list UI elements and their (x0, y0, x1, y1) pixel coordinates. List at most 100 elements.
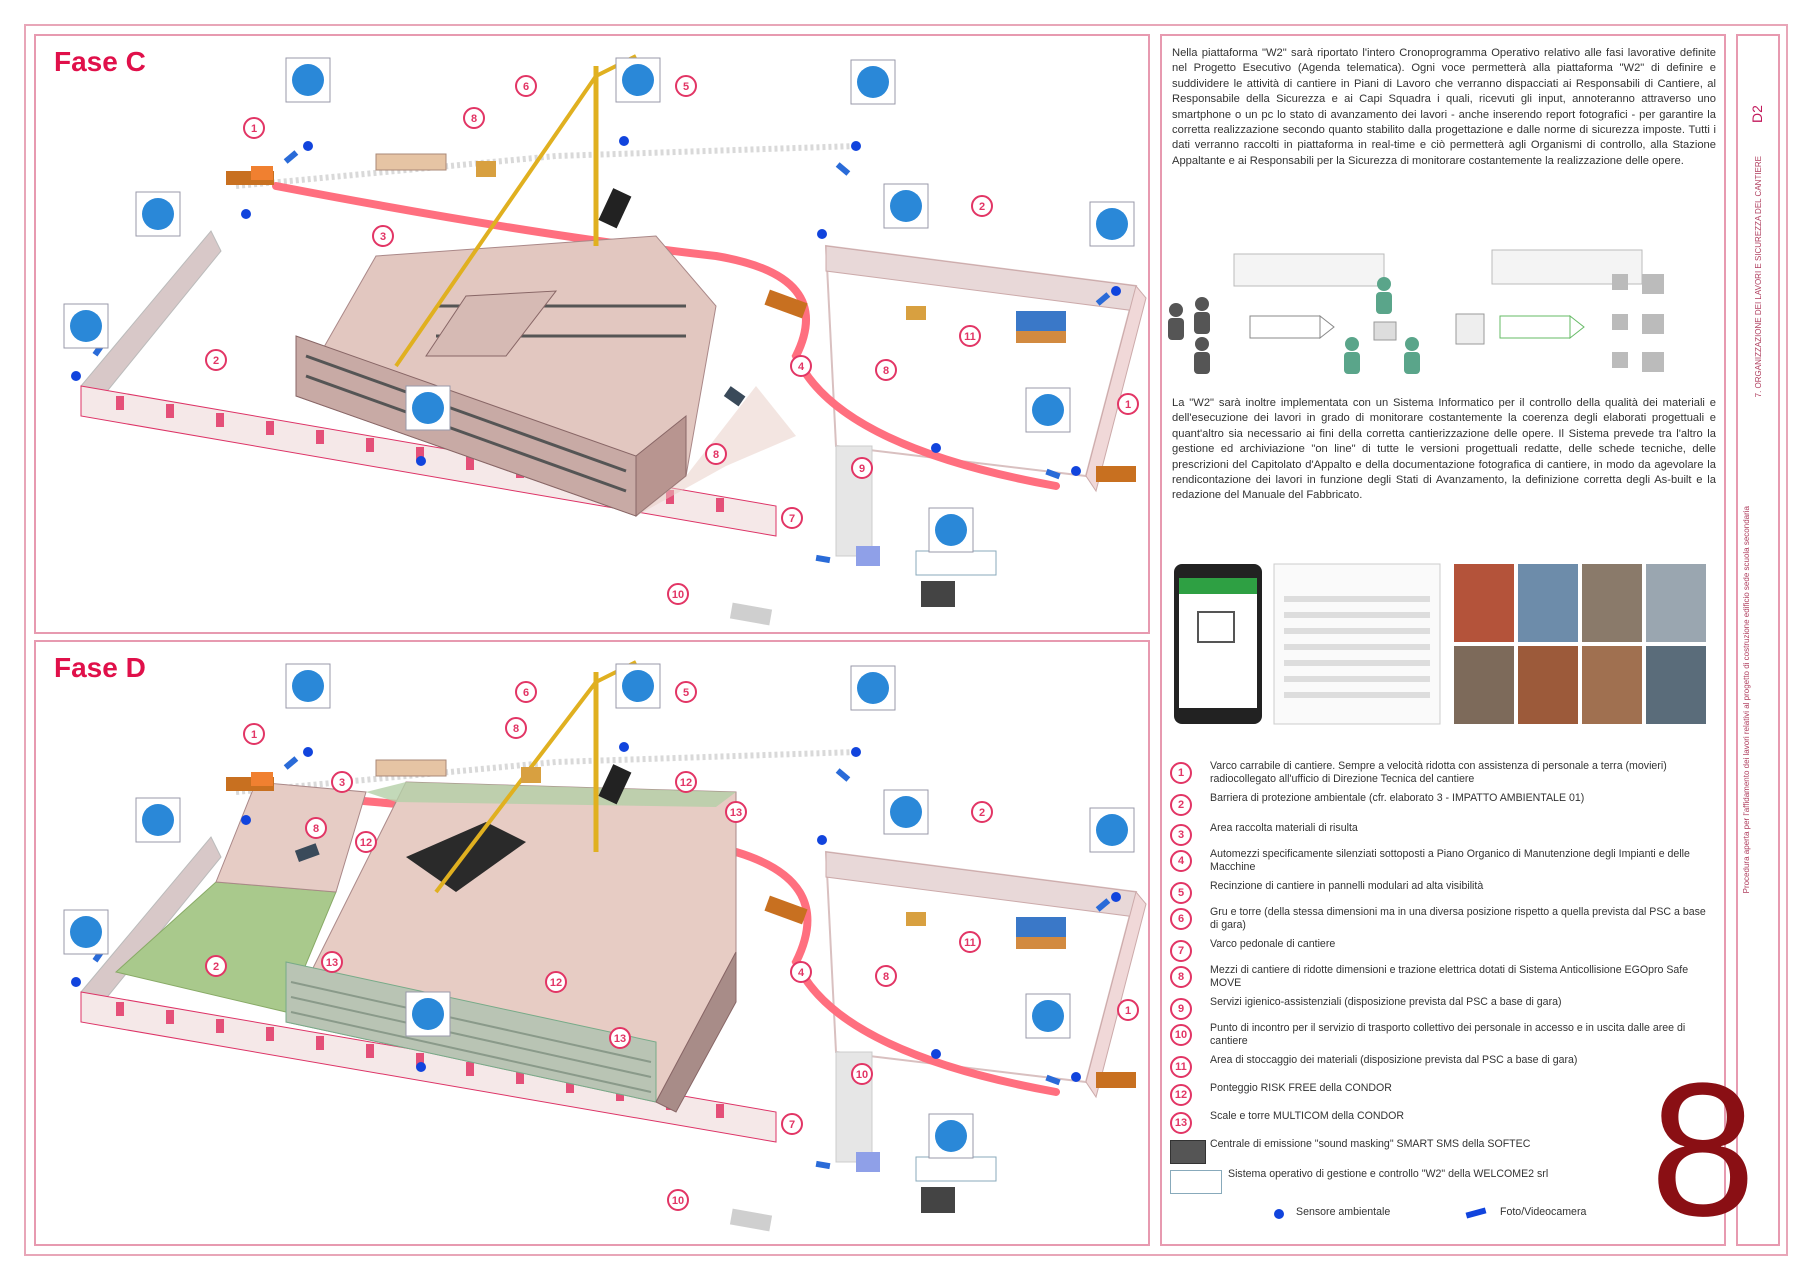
legend-text: Mezzi di cantiere di ridotte dimensioni … (1210, 964, 1689, 989)
svg-text:3: 3 (380, 231, 386, 243)
description-panel: Nella piattaforma "W2" sarà riportato l'… (1160, 34, 1726, 1246)
svg-text:13: 13 (730, 807, 742, 819)
phase-c-title: Fase C (54, 46, 146, 77)
workflow-diagram (1168, 249, 1664, 374)
legend-number: 8 (1170, 966, 1192, 988)
svg-text:12: 12 (550, 977, 562, 989)
sheet-project-label: Procedura aperta per l'affidamento dei l… (1742, 506, 1751, 894)
legend-text: Varco carrabile di cantiere. Sempre a ve… (1210, 760, 1667, 785)
legend-text: Barriera di protezione ambientale (cfr. … (1210, 792, 1585, 804)
legend-item-masking: Centrale di emissione "sound masking" SM… (1170, 1138, 1718, 1166)
legend-item-sensor: Sensore ambientale Foto/Videocamera (1170, 1206, 1718, 1234)
svg-text:10: 10 (856, 1069, 868, 1081)
svg-text:10: 10 (672, 1195, 684, 1207)
sheet-frame (24, 24, 1788, 1256)
legend-text: Ponteggio RISK FREE della CONDOR (1210, 1082, 1392, 1094)
legend-number: 12 (1170, 1084, 1192, 1106)
svg-text:5: 5 (683, 687, 689, 699)
svg-text:11: 11 (964, 937, 976, 949)
legend-item-4: 4 Automezzi specificamente silenziati so… (1170, 848, 1718, 876)
svg-text:10: 10 (672, 589, 684, 601)
title-block-strip: D2 7. ORGANIZZAZIONE DEI LAVORI E SICURE… (1736, 34, 1780, 1246)
legend-item-2: 2 Barriera di protezione ambientale (cfr… (1170, 792, 1718, 820)
svg-text:6: 6 (523, 81, 529, 93)
legend-item-10: 10 Punto di incontro per il servizio di … (1170, 1022, 1718, 1050)
sheet-code: D2 (1748, 105, 1765, 123)
legend-number: 11 (1170, 1056, 1192, 1078)
legend-number: 13 (1170, 1112, 1192, 1134)
legend-item-8: 8 Mezzi di cantiere di ridotte dimension… (1170, 964, 1718, 992)
svg-text:7: 7 (789, 1119, 795, 1131)
svg-text:8: 8 (883, 365, 889, 377)
svg-text:13: 13 (614, 1033, 626, 1045)
svg-text:3: 3 (339, 777, 345, 789)
svg-text:2: 2 (213, 355, 219, 367)
platform-screenshots (1174, 563, 1706, 725)
legend-text: Varco pedonale di cantiere (1210, 938, 1336, 950)
svg-text:1: 1 (251, 729, 257, 741)
svg-text:1: 1 (251, 123, 257, 135)
phase-c-site-plan: 1 1 2 2 3 4 5 6 7 8 8 8 9 10 11 (63, 54, 1147, 626)
legend-number: 9 (1170, 998, 1192, 1020)
legend-text: Centrale di emissione "sound masking" SM… (1210, 1138, 1531, 1150)
legend-item-7: 7 Varco pedonale di cantiere (1170, 938, 1718, 966)
svg-text:2: 2 (979, 201, 985, 213)
svg-text:8: 8 (313, 823, 319, 835)
legend-item-1: 1 Varco carrabile di cantiere. Sempre a … (1170, 760, 1718, 788)
legend-number: 6 (1170, 908, 1192, 930)
legend-text: Servizi igienico-assistenziali (disposiz… (1210, 996, 1562, 1008)
legend-number: 1 (1170, 762, 1192, 784)
svg-text:4: 4 (798, 967, 805, 979)
svg-text:11: 11 (964, 331, 976, 343)
legend: 1 Varco carrabile di cantiere. Sempre a … (1162, 760, 1728, 1240)
intro-paragraph: Nella piattaforma "W2" sarà riportato l'… (1172, 47, 1716, 167)
w2-logo-icon (1170, 1170, 1222, 1194)
legend-text: Sensore ambientale (1296, 1206, 1391, 1218)
svg-text:8: 8 (471, 113, 477, 125)
legend-text: Area raccolta materiali di risulta (1210, 822, 1358, 834)
legend-item-5: 5 Recinzione di cantiere in pannelli mod… (1170, 880, 1718, 908)
legend-item-3: 3 Area raccolta materiali di risulta (1170, 822, 1718, 850)
legend-number: 2 (1170, 794, 1192, 816)
legend-item-13: 13 Scale e torre MULTICOM della CONDOR (1170, 1110, 1718, 1138)
phase-c-panel: Fase C (34, 34, 1150, 634)
svg-text:8: 8 (713, 449, 719, 461)
svg-text:13: 13 (326, 957, 338, 969)
svg-text:8: 8 (513, 723, 519, 735)
legend-number: 7 (1170, 940, 1192, 962)
sheet-section-label: 7. ORGANIZZAZIONE DEI LAVORI E SICUREZZA… (1754, 156, 1763, 398)
legend-text: Gru e torre (della stessa dimensioni ma … (1210, 906, 1706, 931)
legend-item-w2: Sistema operativo di gestione e controll… (1170, 1168, 1718, 1196)
svg-text:4: 4 (798, 361, 805, 373)
phase-d-site-plan: 1 1 2 2 3 4 5 6 7 8 8 8 10 10 11 12 12 1… (63, 660, 1147, 1232)
legend-text: Automezzi specificamente silenziati sott… (1210, 848, 1690, 873)
phase-d-panel: Fase D (34, 640, 1150, 1246)
sound-masking-icon (1170, 1140, 1206, 1164)
page-number: 8 (1650, 1044, 1756, 1256)
svg-text:5: 5 (683, 81, 689, 93)
legend-item-9: 9 Servizi igienico-assistenziali (dispos… (1170, 996, 1718, 1024)
svg-text:12: 12 (680, 777, 692, 789)
legend-item-12: 12 Ponteggio RISK FREE della CONDOR (1170, 1082, 1718, 1110)
svg-text:7: 7 (789, 513, 795, 525)
svg-text:9: 9 (859, 463, 865, 475)
legend-text: Sistema operativo di gestione e controll… (1228, 1168, 1549, 1180)
legend-number: 3 (1170, 824, 1192, 846)
legend-text: Area di stoccaggio dei materiali (dispos… (1210, 1054, 1578, 1066)
svg-text:2: 2 (213, 961, 219, 973)
sensor-dot-icon (1274, 1209, 1284, 1219)
legend-number: 10 (1170, 1024, 1192, 1046)
legend-number: 4 (1170, 850, 1192, 872)
legend-text: Punto di incontro per il servizio di tra… (1210, 1022, 1686, 1047)
svg-text:12: 12 (360, 837, 372, 849)
legend-item-11: 11 Area di stoccaggio dei materiali (dis… (1170, 1054, 1718, 1082)
legend-item-6: 6 Gru e torre (della stessa dimensioni m… (1170, 906, 1718, 934)
svg-text:1: 1 (1125, 1005, 1131, 1017)
legend-text: Scale e torre MULTICOM della CONDOR (1210, 1110, 1405, 1122)
camera-icon (1465, 1207, 1487, 1219)
legend-text: Recinzione di cantiere in pannelli modul… (1210, 880, 1484, 892)
system-paragraph: La "W2" sarà inoltre implementata con un… (1172, 397, 1716, 502)
svg-text:8: 8 (883, 971, 889, 983)
phase-d-title: Fase D (54, 652, 146, 683)
legend-text: Foto/Videocamera (1500, 1206, 1587, 1218)
